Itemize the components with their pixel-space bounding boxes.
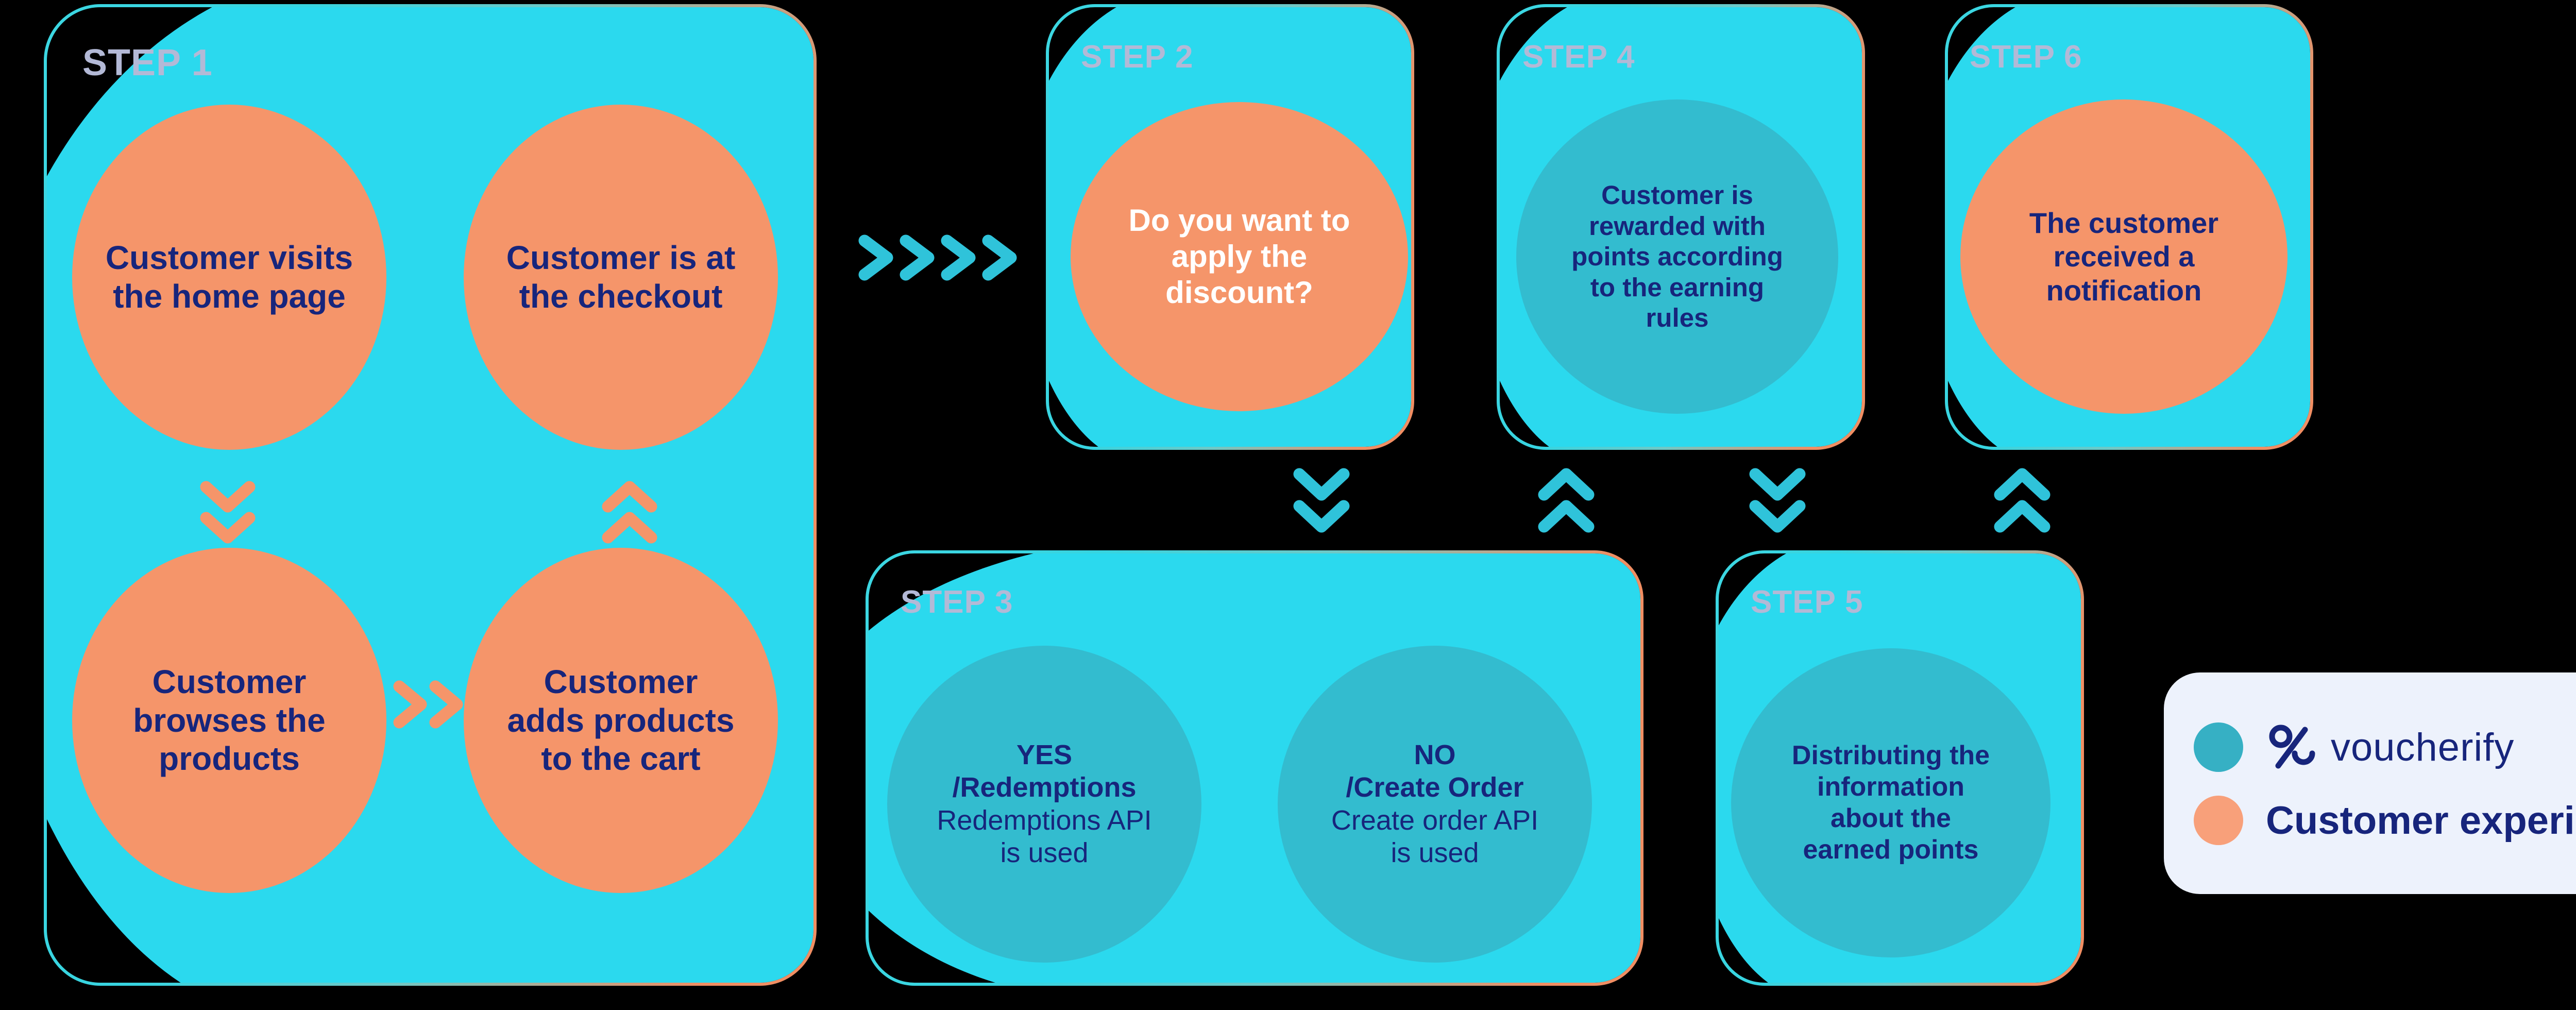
step-1-node-1-label: Customer visits the home page [105,239,353,315]
chevron-right-icon [393,680,463,729]
step-1-node-2-label: Customer is at the checkout [506,239,736,315]
legend-item-customer-experience: Customer experience [2164,796,2576,845]
legend-swatch-voucherify [2194,722,2243,772]
connector-step1-step2 [855,229,1025,286]
voucherify-wordmark: voucherify [2331,725,2515,769]
step-2-node-1-label: Do you want to apply the discount? [1128,203,1350,310]
connector-s1n4-s1n2 [598,477,662,549]
step-4-card[interactable]: STEP 4 Customer is rewarded with points … [1497,4,1865,450]
step-1-label: STEP 1 [82,42,213,83]
step-1-node-4-label: Customer adds products to the cart [507,663,735,778]
step-3-node-1-title: YES /Redemptions [952,739,1137,803]
step-3-node-2-title: NO /Create Order [1346,739,1524,803]
step-3-node-1[interactable]: YES /Redemptions Redemptions API is used [887,646,1201,963]
step-5-card[interactable]: STEP 5 Distributing the information abou… [1716,550,2084,986]
connector-s1n1-s1n3 [196,477,260,549]
step-1-node-2[interactable]: Customer is at the checkout [464,105,778,450]
chevron-up-icon [602,481,657,544]
step-1-node-1[interactable]: Customer visits the home page [72,105,386,450]
connector-step5-step6 [1989,464,2056,538]
chevron-down-icon [1293,468,1350,533]
voucherify-percent-logo-icon [2269,725,2315,769]
legend-swatch-customer-experience [2194,796,2243,845]
step-6-card[interactable]: STEP 6 The customer received a notificat… [1945,4,2313,450]
legend-panel: voucherify Customer experience [2164,672,2576,894]
step-5-label: STEP 5 [1751,584,1863,620]
step-2-card[interactable]: STEP 2 Do you want to apply the discount… [1046,4,1414,450]
step-4-label: STEP 4 [1522,39,1635,75]
step-3-label: STEP 3 [901,584,1013,620]
step-2-label: STEP 2 [1081,39,1194,75]
chevron-down-icon [1749,468,1806,533]
step-5-node-1-label: Distributing the information about the e… [1791,740,1990,865]
chevron-down-icon [200,481,256,544]
step-3-node-2-body: Create order API is used [1331,804,1539,868]
step-1-card[interactable]: STEP 1 Customer visits the home page Cus… [44,4,817,986]
legend-item-voucherify: voucherify [2164,721,2576,773]
step-2-node-1[interactable]: Do you want to apply the discount? [1071,102,1408,411]
connector-step3-step4 [1533,464,1600,538]
step-3-node-2[interactable]: NO /Create Order Create order API is use… [1278,646,1592,963]
step-6-node-1[interactable]: The customer received a notification [1960,99,2287,414]
voucherify-logo: voucherify [2266,721,2514,773]
step-4-node-1-label: Customer is rewarded with points accordi… [1571,180,1783,333]
chevron-right-icon [858,234,1017,281]
step-4-node-1[interactable]: Customer is rewarded with points accordi… [1516,99,1838,414]
connector-s1n3-s1n4 [389,676,474,733]
connector-step4-step5 [1744,464,1811,538]
connector-step2-step3 [1288,464,1355,538]
chevron-up-icon [1538,468,1595,533]
step-1-node-4[interactable]: Customer adds products to the cart [464,548,778,893]
step-6-node-1-label: The customer received a notification [2029,206,2219,307]
step-6-label: STEP 6 [1970,39,2082,75]
step-3-node-1-body: Redemptions API is used [937,804,1152,868]
chevron-up-icon [1994,468,2050,533]
step-5-node-1[interactable]: Distributing the information about the e… [1731,648,2050,957]
legend-label-customer-experience: Customer experience [2266,798,2576,843]
step-3-card[interactable]: STEP 3 YES /Redemptions Redemptions API … [866,550,1643,986]
step-1-node-3[interactable]: Customer browses the products [72,548,386,893]
step-3-node-2-text: NO /Create Order Create order API is use… [1328,739,1541,869]
step-1-node-3-label: Customer browses the products [133,663,326,778]
step-3-node-1-text: YES /Redemptions Redemptions API is used [934,739,1155,869]
